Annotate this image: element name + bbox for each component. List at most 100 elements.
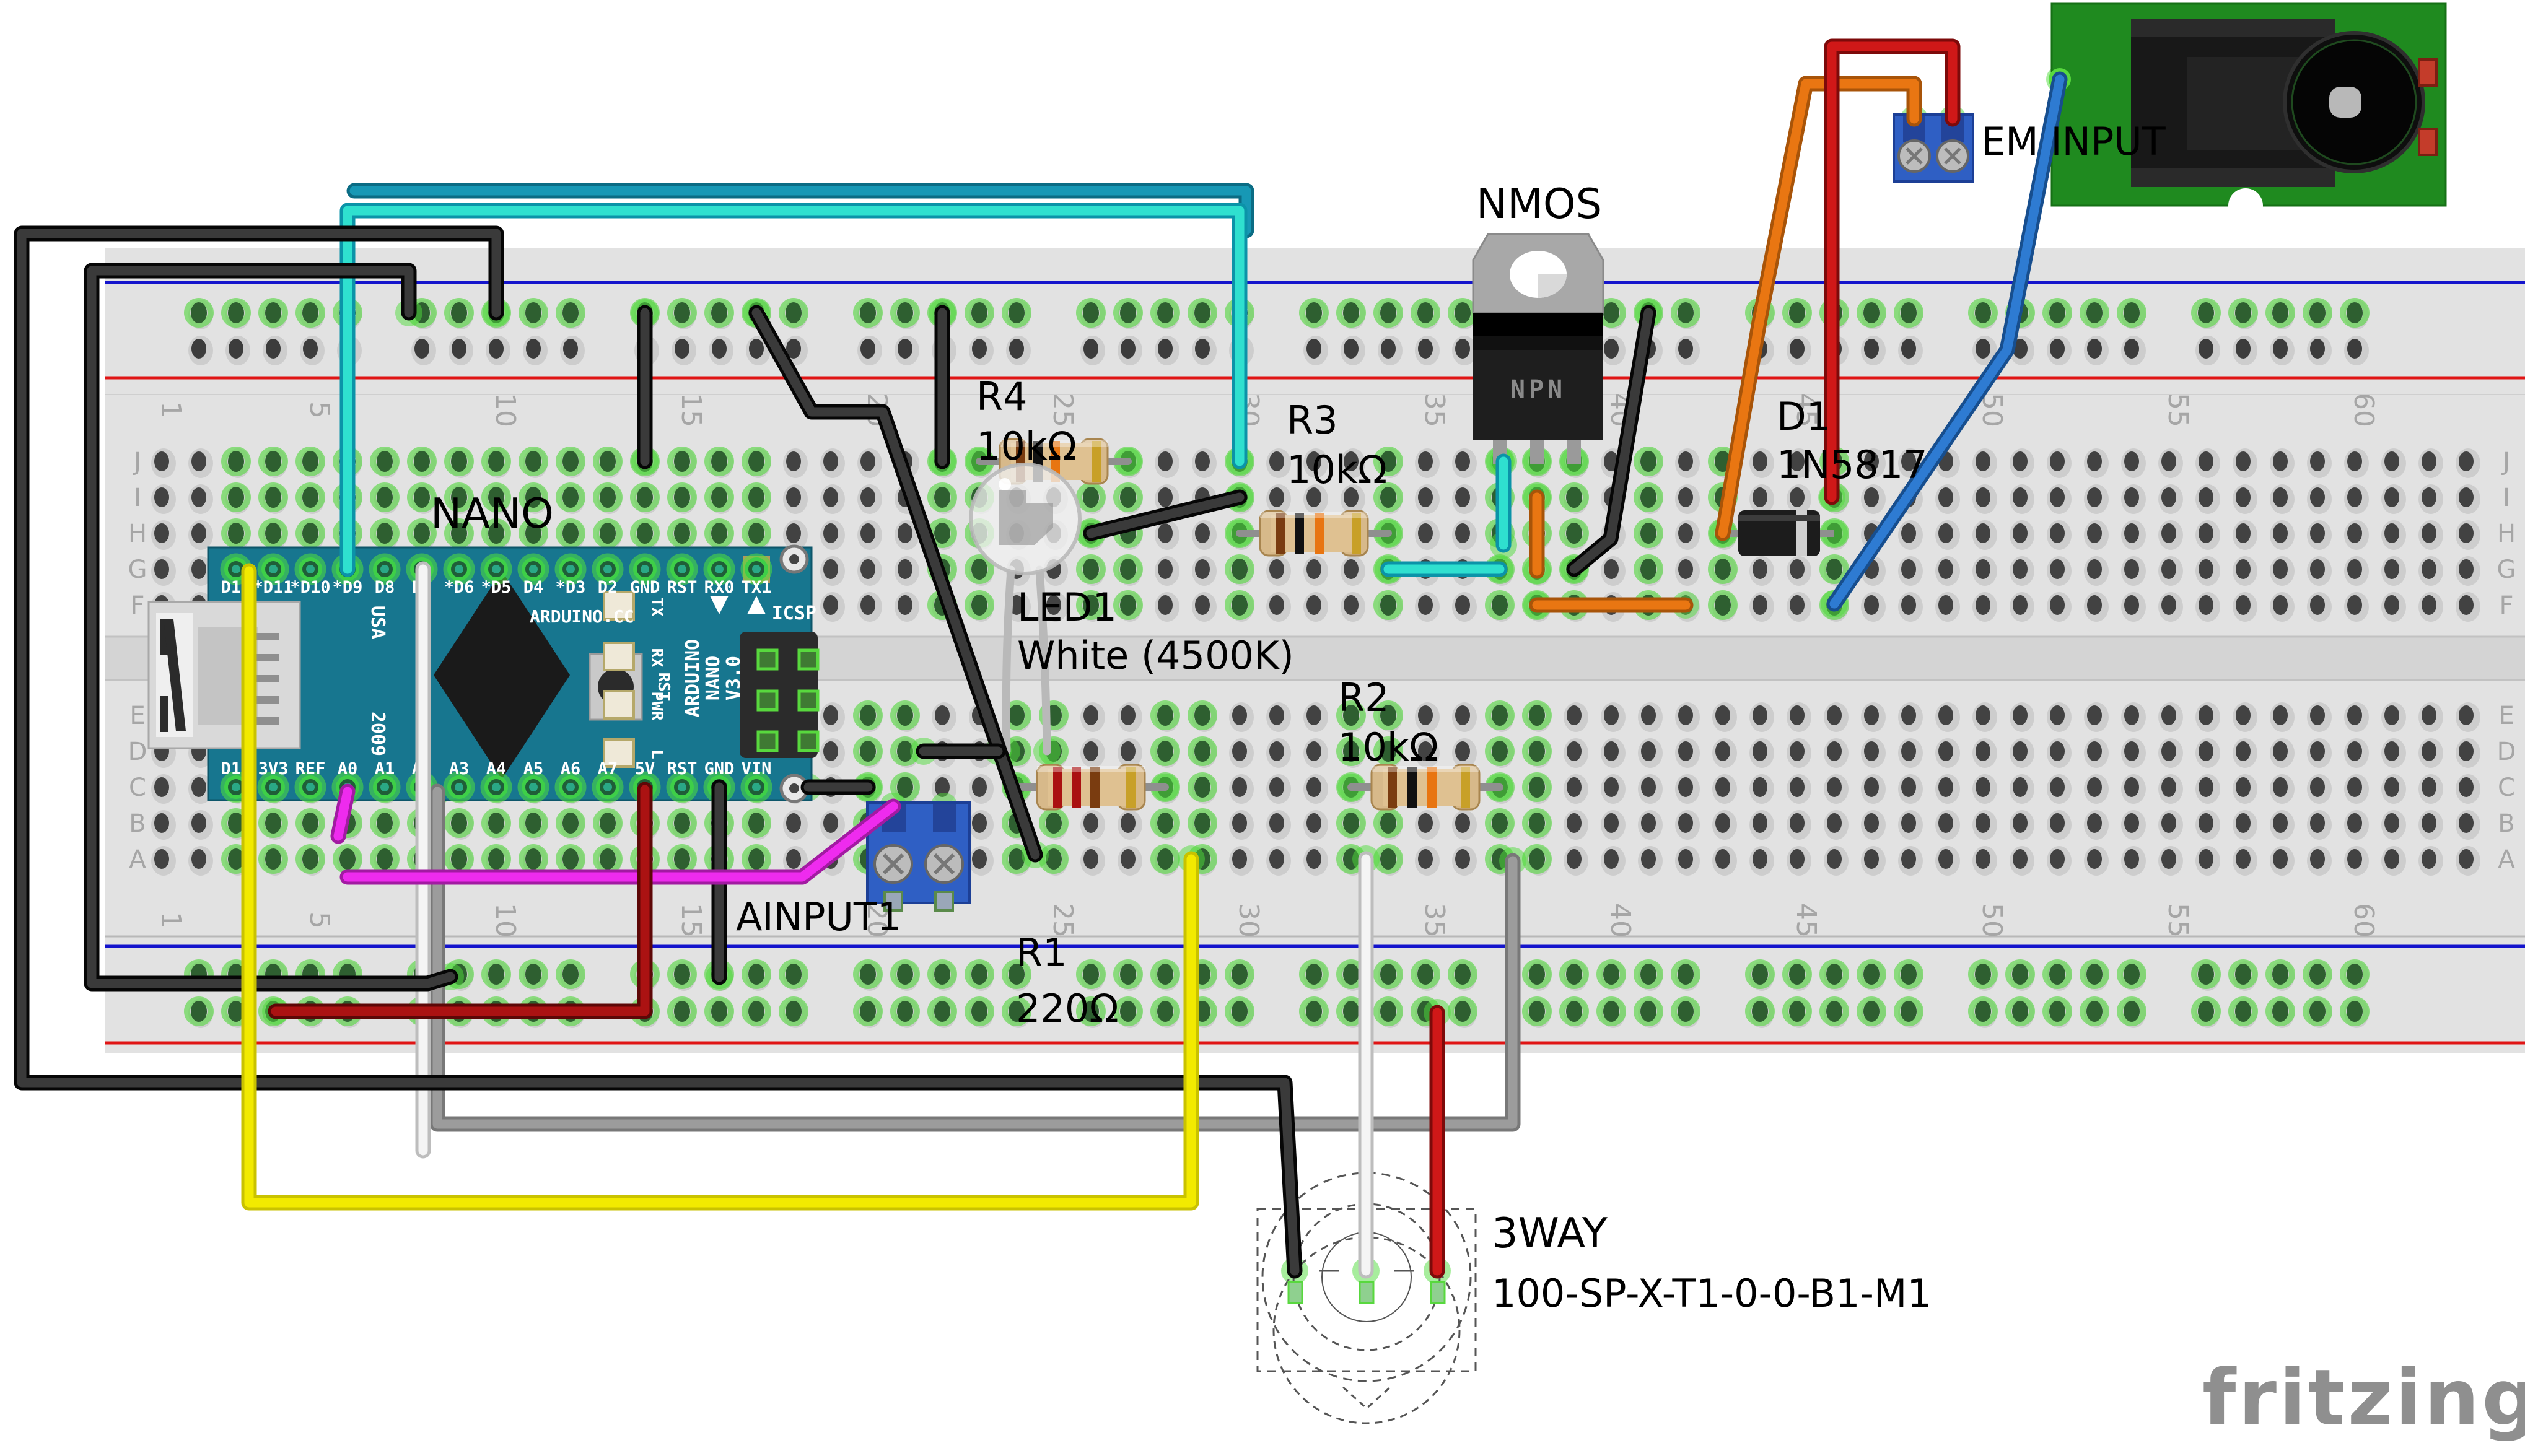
label-r2: R2	[1338, 675, 1389, 720]
nano-pin[interactable]	[257, 553, 289, 585]
nano-pin-label: VIN	[742, 759, 772, 778]
smd-led-label: TX	[647, 597, 666, 617]
nmos-transistor[interactable]: NPN	[1472, 233, 1604, 464]
nano-pin-label: *D6	[444, 578, 475, 597]
board-coordinate-label: C	[129, 774, 146, 802]
board-coordinate-label: H	[128, 520, 147, 548]
nano-pin[interactable]	[554, 771, 587, 803]
board-coordinate-label: 1	[155, 912, 186, 929]
smd-led	[603, 591, 635, 621]
board-coordinate-label: F	[2499, 591, 2513, 620]
board-coordinate-label: 1	[155, 401, 186, 419]
nano-pin-label: *D9	[333, 578, 363, 597]
usa-silk: USA	[367, 606, 388, 639]
board-coordinate-label: 5	[304, 401, 335, 419]
board-coordinate-label: A	[129, 845, 146, 874]
board-coordinate-label: H	[2497, 520, 2516, 548]
label-r2-value: 10kΩ	[1338, 725, 1438, 770]
nano-pin[interactable]	[369, 553, 401, 585]
label-nano: NANO	[431, 489, 554, 538]
barrel-jack-module[interactable]	[2049, 2, 2447, 223]
nano-pin[interactable]	[257, 771, 289, 803]
nano-branding: NANO	[702, 656, 724, 700]
year-silk: 2009	[367, 712, 388, 756]
board-coordinate-label: I	[2503, 484, 2510, 512]
icsp-pad	[756, 689, 779, 712]
nano-pin[interactable]	[740, 771, 772, 803]
nano-pin[interactable]	[740, 553, 772, 585]
board-coordinate-label: 25	[1047, 393, 1079, 427]
board-coordinate-label: B	[2498, 809, 2514, 838]
board-coordinate-label: 45	[1790, 903, 1822, 938]
board-coordinate-label: 35	[1419, 903, 1450, 938]
nano-pin-label: TX1	[742, 578, 772, 597]
icsp-pad	[797, 648, 820, 671]
smd-led	[603, 642, 635, 671]
nano-pin[interactable]	[294, 771, 326, 803]
nano-pin[interactable]	[517, 553, 549, 585]
icsp-pad	[756, 648, 779, 671]
nano-pin[interactable]	[294, 553, 326, 585]
board-coordinate-label: 60	[2348, 393, 2379, 427]
nano-pin[interactable]	[443, 553, 475, 585]
board-coordinate-label: I	[134, 484, 141, 512]
nano-pin-label: GND	[630, 578, 660, 597]
board-coordinate-label: 55	[2162, 903, 2194, 938]
board-coordinate-label: 60	[2348, 903, 2379, 938]
smd-component	[2418, 58, 2438, 87]
nano-pin[interactable]	[480, 771, 512, 803]
label-em-input: EM INPUT	[1981, 119, 2166, 164]
resistor-r2[interactable]	[1347, 764, 1503, 811]
board-coordinate-label: 30	[1233, 903, 1264, 938]
nano-pin[interactable]	[592, 553, 624, 585]
board-coordinate-label: 25	[1047, 903, 1079, 938]
tx1-arrow-icon	[747, 596, 766, 614]
nano-pin-label: 3V3	[258, 759, 289, 778]
nano-pin-label: A7	[598, 759, 618, 778]
board-coordinate-label: D	[128, 738, 147, 766]
resistor-r1[interactable]	[1013, 764, 1169, 811]
smd-led-label: RX	[647, 648, 666, 668]
board-coordinate-label: J	[2501, 448, 2510, 476]
board-coordinate-label: G	[128, 556, 147, 584]
arduino-logo-diamond	[434, 571, 570, 779]
nano-pin[interactable]	[592, 771, 624, 803]
nano-pin[interactable]	[443, 771, 475, 803]
ainput1-terminal[interactable]	[866, 801, 971, 912]
nano-pin-label: D8	[375, 578, 395, 597]
label-d1-value: 1N5817	[1777, 442, 1928, 487]
nano-pin[interactable]	[480, 553, 512, 585]
board-coordinate-label: 10	[489, 393, 521, 427]
board-coordinate-label: 10	[489, 903, 521, 938]
nano-pin[interactable]	[369, 771, 401, 803]
board-coordinate-label: 55	[2162, 393, 2194, 427]
label-r1-value: 220Ω	[1016, 986, 1119, 1031]
smd-component	[2418, 128, 2438, 156]
nano-pin-label: *D10	[290, 578, 330, 597]
nano-pin-label: D4	[523, 578, 544, 597]
nano-pin-label: RST	[667, 578, 698, 597]
nano-pin[interactable]	[666, 553, 698, 585]
board-coordinate-label: J	[132, 448, 141, 476]
diode-d1[interactable]	[1723, 510, 1834, 556]
label-r3: R3	[1287, 398, 1338, 443]
rx0-arrow-icon	[710, 596, 729, 614]
em-input-terminal[interactable]	[1893, 113, 1974, 183]
resistor-r3[interactable]	[1236, 510, 1392, 557]
nano-pin-label: 5V	[635, 759, 655, 778]
arduino-cc-silk: ARDUINO.CC	[530, 606, 634, 627]
smd-led	[603, 690, 635, 720]
board-coordinate-label: 15	[675, 903, 707, 938]
nano-pin[interactable]	[629, 553, 661, 585]
nano-pin[interactable]	[666, 771, 698, 803]
nano-pin[interactable]	[517, 771, 549, 803]
board-coordinate-label: 15	[675, 393, 707, 427]
led1-white[interactable]	[969, 463, 1082, 756]
board-coordinate-label: D	[2497, 738, 2516, 766]
nano-pin[interactable]	[554, 553, 587, 585]
nano-pin-label: A4	[486, 759, 507, 778]
nano-pin-label: *D3	[556, 578, 586, 597]
nano-pin[interactable]	[703, 553, 735, 585]
